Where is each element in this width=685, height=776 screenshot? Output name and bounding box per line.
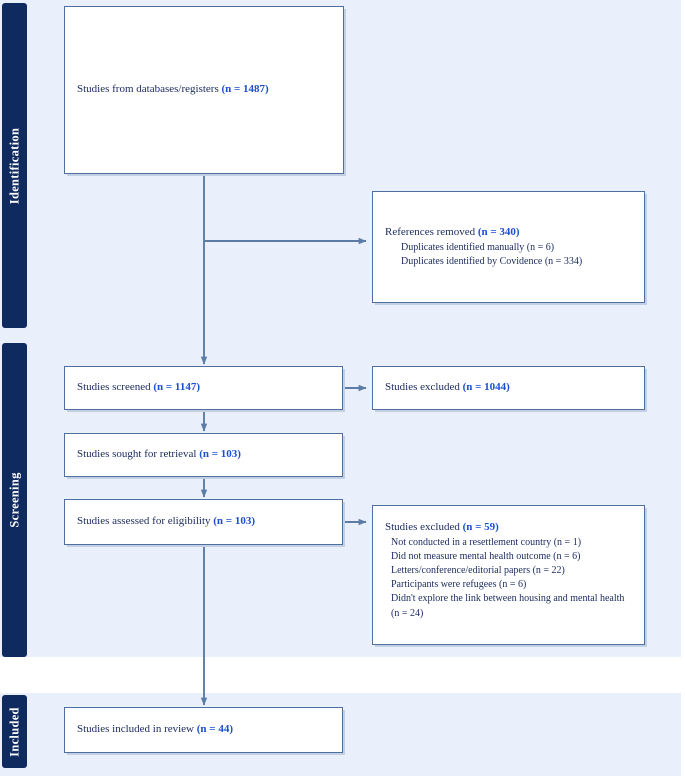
box-studies-from-databases[interactable]: Studies from databases/registers (n = 14…: [64, 6, 344, 174]
box-databases-text: Studies from databases/registers (n = 14…: [77, 82, 269, 98]
box-eligibility-label: Studies assessed for eligibility: [77, 515, 214, 528]
box-retrieval-count: (n = 103): [199, 448, 241, 461]
box-studies-excluded-eligibility-count: (n = 59): [462, 521, 499, 533]
box-references-removed-count: (n = 340): [477, 226, 520, 238]
box-studies-excluded-eligibility[interactable]: Studies excluded (n = 59) Not conducted …: [372, 505, 645, 645]
box-excluded-reason-1: Not conducted in a resettlement country …: [391, 536, 582, 548]
box-references-removed-text: References removed (n = 340) Duplicates …: [385, 225, 582, 269]
stage-label-identification: Identification: [7, 127, 21, 204]
box-studies-excluded-screening-count: (n = 1044): [462, 381, 510, 394]
stage-bar-screening: Screening: [2, 343, 27, 657]
box-studies-assessed-for-eligibility[interactable]: Studies assessed for eligibility (n = 10…: [64, 499, 343, 545]
box-studies-excluded-eligibility-label: Studies excluded: [385, 521, 463, 533]
box-studies-excluded-screening-text: Studies excluded (n = 1044): [385, 380, 510, 396]
stage-label-screening: Screening: [7, 472, 21, 528]
box-studies-included-in-review[interactable]: Studies included in review (n = 44): [64, 707, 343, 753]
box-included-text: Studies included in review (n = 44): [77, 722, 233, 738]
box-excluded-reason-2: Did not measure mental health outcome (n…: [391, 550, 581, 562]
box-databases-label: Studies from databases/registers: [77, 83, 222, 96]
box-studies-excluded-eligibility-text: Studies excluded (n = 59) Not conducted …: [385, 520, 632, 621]
stage-bar-included: Included: [2, 695, 27, 768]
box-included-label: Studies included in review: [77, 723, 197, 736]
box-included-count: (n = 44): [196, 723, 233, 736]
box-eligibility-text: Studies assessed for eligibility (n = 10…: [77, 514, 255, 530]
box-studies-excluded-screening-label: Studies excluded: [385, 381, 463, 394]
box-retrieval-label: Studies sought for retrieval: [77, 448, 200, 461]
box-retrieval-text: Studies sought for retrieval (n = 103): [77, 447, 241, 463]
box-databases-count: (n = 1487): [221, 83, 269, 96]
box-eligibility-count: (n = 103): [213, 515, 255, 528]
box-references-removed[interactable]: References removed (n = 340) Duplicates …: [372, 191, 645, 303]
box-studies-sought-for-retrieval[interactable]: Studies sought for retrieval (n = 103): [64, 433, 343, 477]
box-references-removed-label: References removed: [385, 226, 478, 238]
box-references-removed-subline-2: Duplicates identified by Covidence (n = …: [401, 255, 583, 267]
stage-bar-identification: Identification: [2, 3, 27, 328]
box-references-removed-subline-1: Duplicates identified manually (n = 6): [401, 241, 555, 253]
box-studies-screened-label: Studies screened: [77, 381, 154, 394]
box-excluded-reason-3: Letters/conference/editorial papers (n =…: [391, 564, 565, 576]
box-studies-excluded-screening[interactable]: Studies excluded (n = 1044): [372, 366, 645, 410]
box-studies-screened[interactable]: Studies screened (n = 1147): [64, 366, 343, 410]
box-excluded-reason-4: Participants were refugees (n = 6): [391, 579, 527, 591]
box-studies-screened-text: Studies screened (n = 1147): [77, 380, 200, 396]
box-excluded-reason-5: Didn't explore the link between housing …: [391, 593, 625, 619]
box-studies-screened-count: (n = 1147): [153, 381, 200, 394]
stage-label-included: Included: [7, 706, 21, 757]
